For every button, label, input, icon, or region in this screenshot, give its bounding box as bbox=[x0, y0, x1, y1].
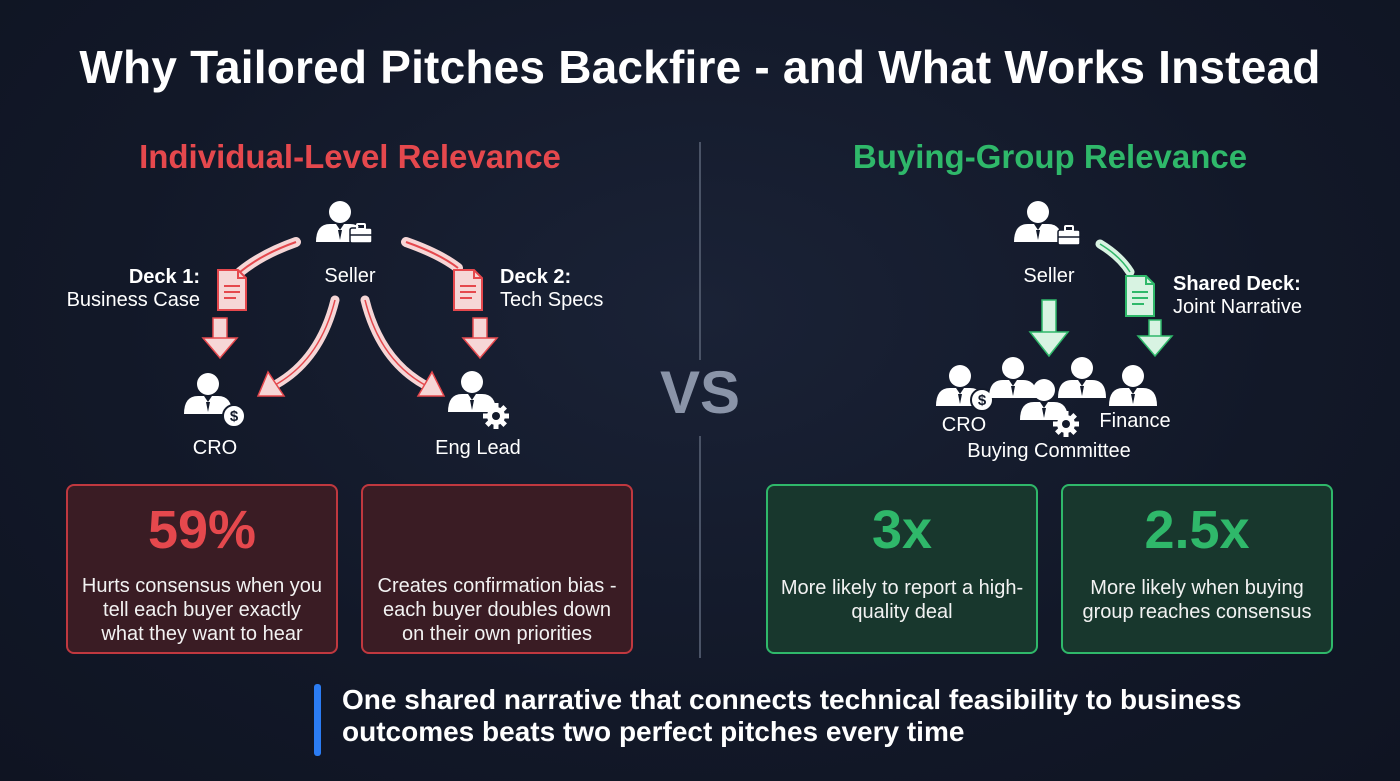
deck2-down-arrow bbox=[461, 317, 499, 360]
committee-member-icon-2 bbox=[1058, 357, 1106, 398]
stat-card-2-5x: 2.5x More likely when buying group reach… bbox=[1061, 484, 1333, 654]
shared-deck-down-arrow bbox=[1136, 319, 1174, 358]
shared-deck-doc-icon bbox=[1125, 275, 1155, 317]
stat-icon-space bbox=[363, 500, 631, 560]
seller-to-englead-arrow bbox=[360, 295, 446, 397]
stat-description: Creates confirmation bias - each buyer d… bbox=[377, 575, 617, 645]
right-seller-icon bbox=[1014, 201, 1081, 246]
shared-deck-text: Joint Narrative bbox=[1173, 296, 1302, 318]
stat-card-59-percent: 59% Hurts consensus when you tell each b… bbox=[66, 484, 338, 654]
committee-cro-label: CRO bbox=[941, 414, 987, 436]
right-seller-label: Seller bbox=[1023, 265, 1075, 287]
stat-card-confirmation-bias: Creates confirmation bias - each buyer d… bbox=[361, 484, 633, 654]
deck2-text: Tech Specs bbox=[500, 289, 604, 311]
englead-buyer-icon bbox=[448, 371, 509, 429]
left-seller-label: Seller bbox=[324, 265, 376, 287]
takeaway-accent-bar bbox=[314, 684, 321, 756]
committee-cro-icon bbox=[936, 365, 994, 412]
stat-value: 3x bbox=[871, 500, 933, 560]
right-heading: Buying-Group Relevance bbox=[852, 138, 1248, 175]
buying-committee-label: Buying Committee bbox=[967, 440, 1131, 462]
seller-to-cro-arrow bbox=[256, 295, 340, 397]
deck1-text: Business Case bbox=[66, 289, 200, 311]
committee-finance-label: Finance bbox=[1099, 410, 1171, 432]
left-heading: Individual-Level Relevance bbox=[139, 138, 561, 175]
deck2-doc-icon bbox=[453, 269, 483, 311]
stat-description: Hurts consensus when you tell each buyer… bbox=[81, 575, 323, 645]
stat-card-3x: 3x More likely to report a high-quality … bbox=[766, 484, 1038, 654]
cro-buyer-icon bbox=[184, 373, 246, 428]
takeaway-message: One shared narrative that connects techn… bbox=[342, 684, 1242, 747]
stat-description: More likely to report a high-quality dea… bbox=[780, 577, 1024, 623]
shared-deck-title: Shared Deck: bbox=[1173, 273, 1301, 295]
vs-label: VS bbox=[659, 359, 741, 426]
deck1-down-arrow bbox=[201, 317, 239, 360]
stat-value: 59% bbox=[147, 500, 257, 560]
page-title: Why Tailored Pitches Backfire - and What… bbox=[79, 41, 1321, 93]
deck2-title: Deck 2: bbox=[500, 266, 572, 288]
center-divider-bottom bbox=[699, 436, 701, 658]
deck1-title: Deck 1: bbox=[128, 266, 200, 288]
stat-value: 2.5x bbox=[1144, 500, 1250, 560]
stat-description: More likely when buying group reaches co… bbox=[1082, 577, 1312, 623]
left-arrow-to-deck1 bbox=[235, 237, 301, 277]
right-arrow-to-shared-deck bbox=[1095, 239, 1135, 277]
englead-label: Eng Lead bbox=[435, 437, 521, 459]
right-seller-down-arrow bbox=[1028, 299, 1070, 358]
committee-finance-icon bbox=[1109, 365, 1157, 406]
committee-member-icon-1 bbox=[989, 357, 1037, 398]
cro-label: CRO bbox=[192, 437, 238, 459]
center-divider-top bbox=[699, 142, 701, 360]
left-seller-icon bbox=[316, 201, 373, 244]
deck1-doc-icon bbox=[217, 269, 247, 311]
